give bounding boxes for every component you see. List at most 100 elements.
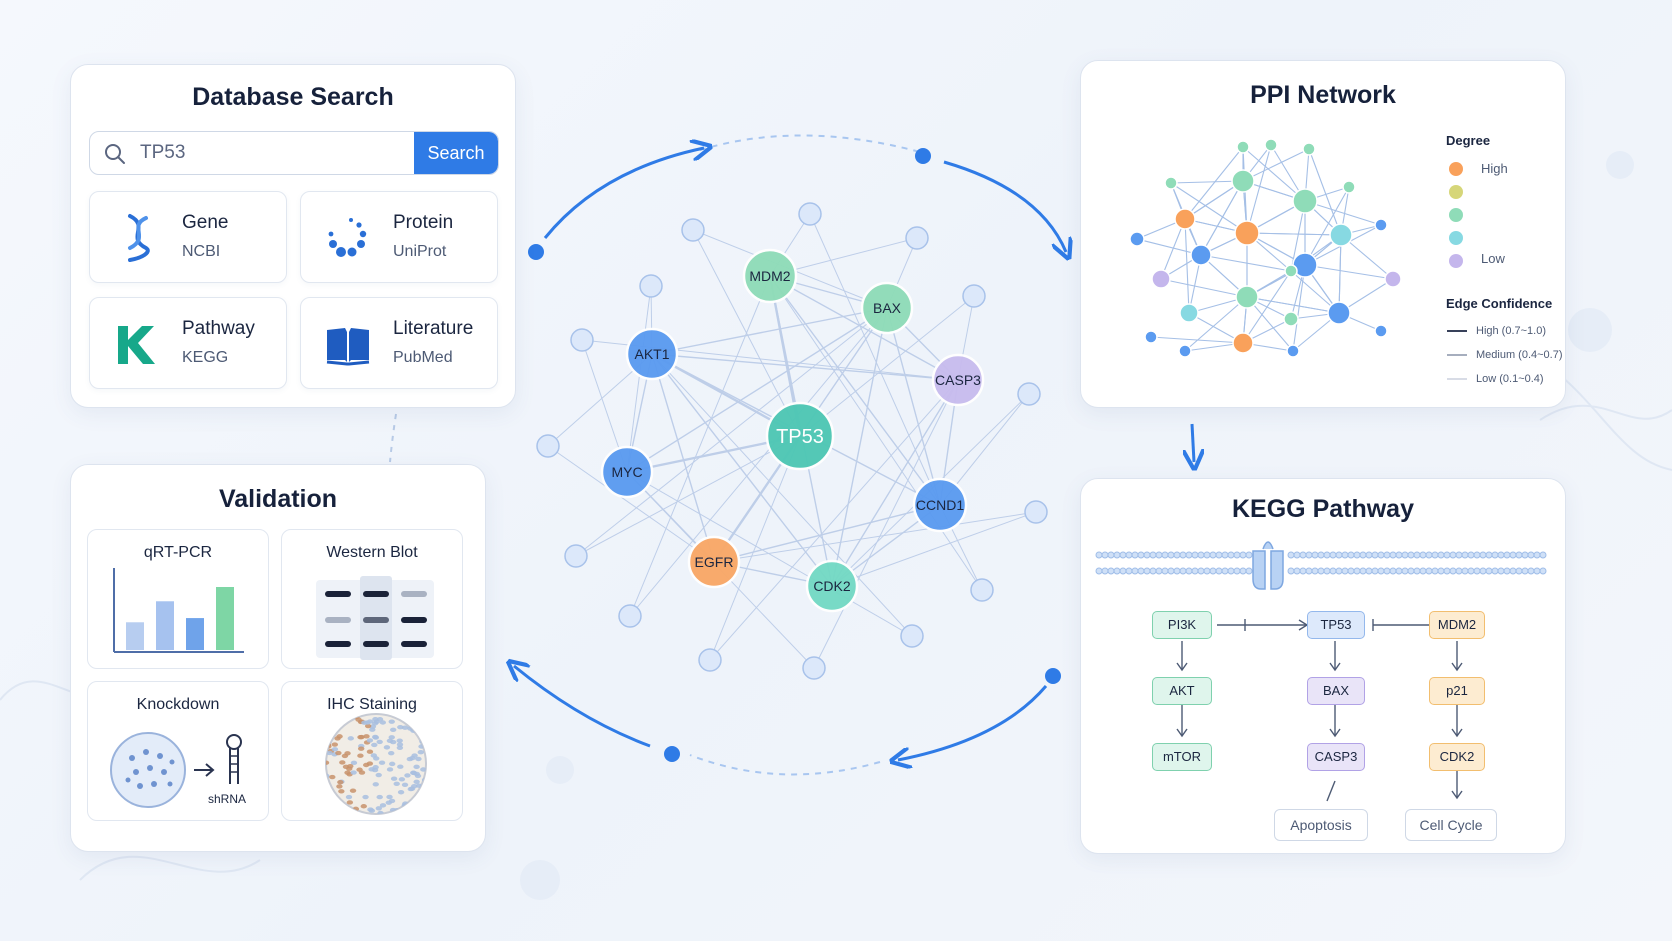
network-node-egfr[interactable]: EGFR (687, 535, 741, 589)
tile-source: KEGG (182, 349, 229, 366)
network-node-label: AKT1 (634, 346, 669, 362)
ppi-node (1174, 208, 1196, 230)
network-minor-node (564, 544, 588, 568)
cell-knockdown-icon (110, 732, 242, 808)
search-icon (105, 144, 125, 164)
qpcr-bar (126, 622, 144, 650)
kegg-node-mtor[interactable]: mTOR (1152, 743, 1212, 771)
network-minor-node (798, 202, 822, 226)
ihc-tissue-icon (325, 713, 427, 815)
edge-confidence-legend-lines (1447, 330, 1467, 380)
kegg-outcome-cell-cycle[interactable]: Cell Cycle (1405, 809, 1497, 841)
tile-name: Pathway (182, 318, 255, 339)
ppi-node (1232, 332, 1254, 354)
knockdown-tile[interactable]: Knockdown shRNA (87, 681, 269, 821)
search-box: Search (89, 131, 499, 175)
ppi-node (1190, 244, 1212, 266)
ppi-node (1235, 285, 1259, 309)
network-node-myc[interactable]: MYC (600, 445, 654, 499)
ppi-node (1327, 301, 1351, 325)
pathway-kegg-tile[interactable]: Pathway KEGG (89, 297, 287, 389)
degree-legend-title: Degree (1446, 133, 1491, 148)
receptor-left (1252, 550, 1266, 590)
network-node-label: CDK2 (813, 578, 851, 594)
network-node-akt1[interactable]: AKT1 (625, 327, 679, 381)
network-minor-node (698, 648, 722, 672)
search-button[interactable]: Search (414, 132, 498, 174)
tile-source: PubMed (393, 349, 453, 366)
edge-medium-label: Medium (0.4~0.7) (1476, 349, 1563, 361)
tile-source: NCBI (182, 243, 221, 260)
ppi-node (1374, 218, 1388, 232)
kegg-node-pi3k[interactable]: PI3K (1152, 611, 1212, 639)
edge-low-label: Low (0.1~0.4) (1476, 373, 1544, 385)
network-node-label: BAX (873, 300, 902, 316)
receptor-right (1270, 550, 1284, 590)
ppi-node (1374, 324, 1388, 338)
kegg-node-p21[interactable]: p21 (1429, 677, 1485, 705)
network-minor-node (905, 226, 929, 250)
network-minor-node (1017, 382, 1041, 406)
val-label: Western Blot (326, 544, 418, 561)
kegg-node-bax[interactable]: BAX (1307, 677, 1365, 705)
ihc-staining-tile[interactable]: IHC Staining (281, 681, 463, 821)
network-minor-node (900, 624, 924, 648)
ppi-node (1151, 269, 1171, 289)
database-search-title: Database Search (192, 83, 394, 111)
network-node-tp53[interactable]: TP53 (765, 401, 835, 471)
ppi-node (1144, 330, 1158, 344)
kegg-node-tp53[interactable]: TP53 (1307, 611, 1365, 639)
network-node-label: TP53 (776, 426, 824, 448)
network-minor-node (570, 328, 594, 352)
dna-helix-icon (128, 214, 150, 262)
ppi-node (1384, 270, 1402, 288)
network-minor-node (681, 218, 705, 242)
network-node-label: EGFR (695, 554, 734, 570)
database-search-panel: Database Search Search Gene NCBI Protein… (70, 64, 516, 408)
network-minor-node (639, 274, 663, 298)
network-node-casp3[interactable]: CASP3 (931, 353, 985, 407)
network-minor-node (970, 578, 994, 602)
ppi-node (1264, 138, 1278, 152)
ppi-network-panel: PPI Network Degree High Low Edge Confide… (1080, 60, 1566, 408)
network-node-label: CASP3 (935, 372, 981, 388)
ppi-node (1292, 188, 1318, 214)
ppi-node (1286, 344, 1300, 358)
edge-high-label: High (0.7~1.0) (1476, 325, 1547, 337)
kegg-node-mdm2[interactable]: MDM2 (1429, 611, 1485, 639)
kegg-node-cdk2[interactable]: CDK2 (1429, 743, 1485, 771)
western-blot-tile[interactable]: Western Blot (281, 529, 463, 669)
ppi-node (1129, 231, 1145, 247)
tile-source: UniProt (393, 243, 447, 260)
ppi-node (1342, 180, 1356, 194)
search-input[interactable] (140, 132, 390, 174)
network-minor-node (1024, 500, 1048, 524)
kegg-pathway-diagram (1095, 541, 1547, 802)
open-book-icon (326, 328, 370, 366)
network-node-mdm2[interactable]: MDM2 (742, 248, 798, 304)
network-node-bax[interactable]: BAX (860, 281, 914, 335)
network-minor-node (802, 656, 826, 680)
ppi-node (1234, 220, 1260, 246)
network-node-ccnd1[interactable]: CCND1 (912, 477, 968, 533)
network-node-label: MDM2 (749, 268, 790, 284)
network-node-label: CCND1 (916, 497, 964, 513)
ppi-node (1302, 142, 1316, 156)
kegg-node-akt[interactable]: AKT (1152, 677, 1212, 705)
network-minor-node (536, 434, 560, 458)
network-node-label: MYC (611, 464, 642, 480)
shrna-label: shRNA (208, 792, 247, 806)
val-label: IHC Staining (327, 696, 417, 713)
edge-confidence-title: Edge Confidence (1446, 296, 1553, 311)
ppi-node (1329, 223, 1353, 247)
validation-panel: Validation qRT-PCR Western Blot (70, 464, 486, 852)
literature-pubmed-tile[interactable]: Literature PubMed (300, 297, 498, 389)
qrtpcr-tile[interactable]: qRT-PCR (87, 529, 269, 669)
gene-ncbi-tile[interactable]: Gene NCBI (89, 191, 287, 283)
kegg-node-casp3[interactable]: CASP3 (1307, 743, 1365, 771)
ppi-node (1284, 264, 1298, 278)
kegg-outcome-apoptosis[interactable]: Apoptosis (1274, 809, 1368, 841)
network-node-cdk2[interactable]: CDK2 (805, 559, 859, 613)
protein-uniprot-tile[interactable]: Protein UniProt (300, 191, 498, 283)
